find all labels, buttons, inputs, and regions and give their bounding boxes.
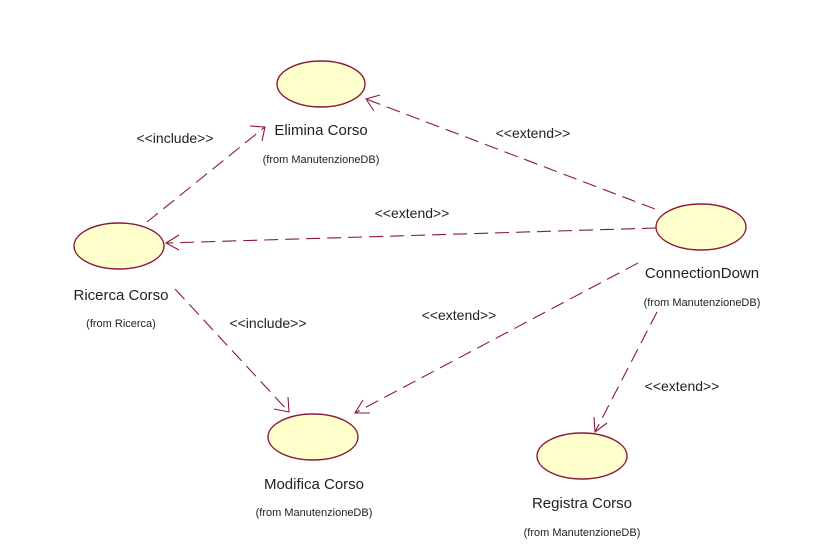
connection-down-label: ConnectionDown xyxy=(645,265,759,282)
relation-connection-modifica xyxy=(354,262,639,414)
relation-ricerca-elimina xyxy=(146,125,266,223)
relation-connection-registra xyxy=(593,311,658,434)
connection-down-package: (from ManutenzioneDB) xyxy=(644,297,761,309)
extend-label-modifica: <<extend>> xyxy=(422,307,497,323)
extend-label-ricerca: <<extend>> xyxy=(375,205,450,221)
include-label-elimina: <<include>> xyxy=(136,130,213,146)
elimina-corso-package: (from ManutenzioneDB) xyxy=(263,154,380,166)
use-case-ricerca-corso[interactable] xyxy=(73,222,165,270)
use-case-elimina-corso[interactable] xyxy=(276,60,366,108)
extend-label-elimina: <<extend>> xyxy=(496,125,571,141)
arrowhead-elimina-extend xyxy=(365,94,381,112)
extend-line-connection-registra xyxy=(594,311,658,433)
relation-connection-elimina xyxy=(365,94,656,210)
relation-ricerca-modifica xyxy=(174,288,290,413)
include-line-ricerca-modifica xyxy=(174,288,290,413)
elimina-corso-label: Elimina Corso xyxy=(274,122,367,139)
arrowhead-modifica-include xyxy=(273,396,290,413)
arrowhead-ricerca xyxy=(164,234,180,251)
extend-line-connection-modifica xyxy=(354,262,639,414)
use-case-connection-down[interactable] xyxy=(655,203,747,251)
registra-corso-label: Registra Corso xyxy=(532,495,632,512)
ricerca-corso-package: (from Ricerca) xyxy=(86,318,156,330)
extend-line-connection-ricerca xyxy=(165,227,657,244)
include-label-modifica: <<include>> xyxy=(229,315,306,331)
arrowhead-modifica-extend xyxy=(354,399,370,414)
include-line-ricerca-elimina xyxy=(146,126,266,223)
extend-label-registra: <<extend>> xyxy=(645,378,720,394)
ricerca-corso-label: Ricerca Corso xyxy=(73,287,168,304)
registra-corso-package: (from ManutenzioneDB) xyxy=(524,527,641,539)
extend-line-connection-elimina xyxy=(365,98,656,210)
arrowhead-elimina xyxy=(249,125,266,142)
arrowhead-registra xyxy=(593,416,608,434)
use-case-registra-corso[interactable] xyxy=(536,432,628,480)
relation-connection-ricerca xyxy=(164,227,657,251)
use-case-modifica-corso[interactable] xyxy=(267,413,359,461)
modifica-corso-label: Modifica Corso xyxy=(264,476,364,493)
modifica-corso-package: (from ManutenzioneDB) xyxy=(256,507,373,519)
